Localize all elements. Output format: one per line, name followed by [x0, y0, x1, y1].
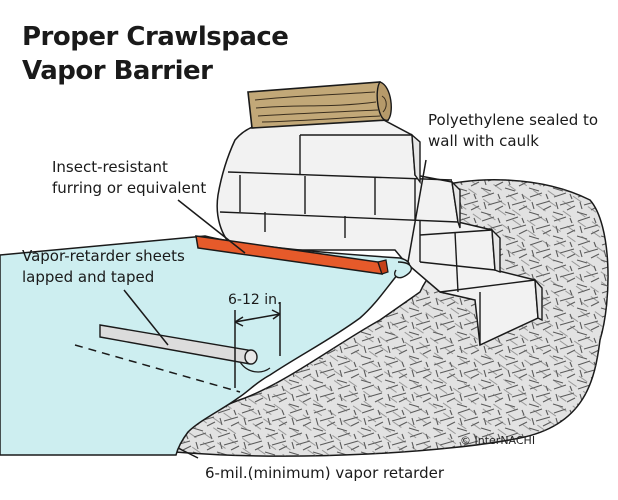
polyethylene-label-line-1: Polyethylene sealed to [428, 111, 599, 129]
retarder-leader [177, 447, 199, 459]
furring-label-line-1: Insect-resistant [52, 158, 168, 176]
overlap-label: 6-12 in. [228, 292, 282, 308]
sheets-label-line-1: Vapor-retarder sheets [22, 247, 185, 265]
sheets-leader [123, 289, 169, 346]
polyethylene-label-line-2: wall with caulk [428, 132, 539, 150]
furring-leader [177, 199, 246, 254]
furring-label-line-2: furring or equivalent [52, 179, 207, 197]
sheets-label-line-2: lapped and taped [22, 268, 155, 286]
retarder-label: 6-mil.(minimum) vapor retarder [205, 464, 444, 482]
polyethylene-leader [407, 159, 427, 263]
overlap-dimension [234, 302, 281, 388]
credit: © InterNACHI [460, 434, 536, 447]
sill-plate [247, 81, 389, 129]
title-line-2: Vapor Barrier [22, 56, 213, 86]
title-line-1: Proper Crawlspace [22, 22, 289, 52]
